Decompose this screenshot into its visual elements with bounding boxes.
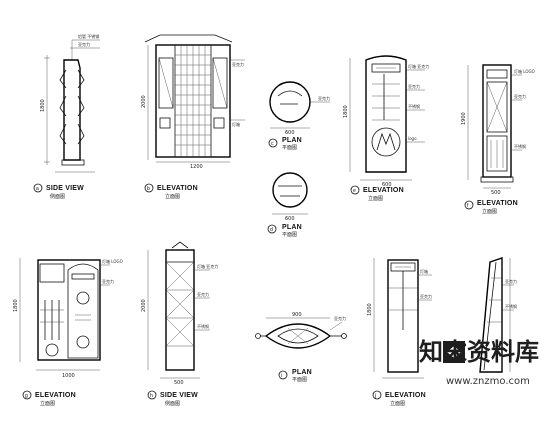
watermark: 知末资料库 www.znzmo.com [419, 338, 539, 387]
svg-text:灯箱 亚克力: 灯箱 亚克力 [408, 63, 429, 69]
svg-text:500: 500 [491, 190, 501, 196]
plan-label-3: PLAN [282, 137, 302, 144]
svg-text:不锈钢: 不锈钢 [514, 143, 526, 149]
svg-text:亚克力: 亚克力 [318, 95, 330, 101]
elevation-note-10: 立面图 [390, 400, 405, 407]
plan-drawing-9: 900 亚克力 i PLAN 平面图 [255, 312, 347, 383]
svg-text:1900: 1900 [461, 112, 467, 125]
side-view-label-8: SIDE VIEW [160, 392, 198, 399]
plan-note-9: 平面图 [292, 377, 307, 383]
svg-text:亚克力: 亚克力 [505, 278, 517, 284]
plan-note-4: 平面图 [282, 232, 297, 238]
svg-text:2000: 2000 [141, 299, 147, 312]
side-detail-drawing-11: 亚克力 不锈钢 [479, 257, 517, 373]
side-view-drawing-8: 2000 灯箱 亚克力 亚克力 不锈钢 500 h SIDE VIEW 侧面图 [141, 241, 218, 407]
svg-text:g: g [25, 393, 28, 399]
svg-text:亚克力: 亚克力 [408, 83, 420, 89]
svg-text:a: a [36, 186, 39, 192]
svg-text:灯箱 LOGO: 灯箱 LOGO [514, 68, 535, 74]
svg-text:1800: 1800 [343, 105, 349, 118]
elevation-label-5: ELEVATION [363, 187, 404, 194]
elevation-label-2: ELEVATION [157, 185, 198, 192]
elevation-note-6: 立面图 [482, 208, 497, 215]
side-view-label-1: SIDE VIEW [46, 185, 84, 192]
svg-text:灯箱 亚克力: 灯箱 亚克力 [197, 263, 218, 269]
elevation-drawing-6: 1900 灯箱 LOGO 亚克力 不锈钢 500 f ELEVATION 立面图 [461, 64, 535, 215]
svg-text:亚克力: 亚克力 [232, 61, 244, 67]
svg-text:1800: 1800 [13, 299, 19, 312]
svg-text:h: h [150, 393, 153, 399]
svg-text:亚克力: 亚克力 [102, 278, 114, 284]
svg-text:亚克力: 亚克力 [197, 291, 209, 297]
svg-text:灯箱: 灯箱 [420, 268, 428, 274]
svg-text:1200: 1200 [190, 164, 203, 170]
side-view-note-1: 侧面图 [50, 193, 65, 200]
svg-text:600: 600 [285, 130, 295, 136]
svg-text:亚克力: 亚克力 [514, 93, 526, 99]
svg-text:亚克力: 亚克力 [78, 41, 90, 47]
elevation-note-2: 立面图 [165, 193, 180, 200]
svg-text:1000: 1000 [62, 373, 75, 379]
svg-text:灯箱 LOGO: 灯箱 LOGO [102, 258, 123, 264]
svg-text:j: j [374, 393, 376, 399]
svg-text:logo: logo [408, 136, 417, 141]
svg-text:f: f [467, 203, 469, 209]
svg-text:c: c [271, 141, 274, 147]
svg-text:900: 900 [292, 312, 302, 318]
watermark-name: 知末资料库 [419, 338, 539, 366]
elevation-drawing-7: 1800 灯箱 LOGO 亚克力 1000 g ELEVATION 立面图 [13, 258, 123, 407]
svg-text:不锈钢: 不锈钢 [197, 323, 209, 329]
svg-text:600: 600 [285, 216, 295, 222]
elevation-note-5: 立面图 [368, 195, 383, 202]
elevation-drawing-5: 1800 灯箱 亚克力 亚克力 不锈钢 logo 600 e ELEVATION… [343, 55, 429, 202]
side-view-note-8: 侧面图 [165, 400, 180, 407]
plan-note-3: 平面图 [282, 145, 297, 151]
svg-text:1800: 1800 [367, 303, 373, 316]
elevation-label-7: ELEVATION [35, 392, 76, 399]
plan-label-4: PLAN [282, 224, 302, 231]
svg-text:1800: 1800 [40, 99, 46, 112]
plan-drawing-3: 亚克力 600 c PLAN 平面图 [268, 81, 330, 151]
watermark-url: www.znzmo.com [446, 376, 530, 387]
svg-text:i: i [281, 373, 282, 379]
side-view-drawing-1: 1800 铝管 不锈钢 亚克力 a SIDE VIEW 侧面图 [33, 33, 100, 200]
elevation-label-6: ELEVATION [477, 200, 518, 207]
svg-text:灯箱: 灯箱 [232, 121, 240, 127]
svg-text:e: e [353, 188, 356, 194]
plan-label-9: PLAN [292, 369, 312, 376]
elevation-note-7: 立面图 [40, 400, 55, 407]
svg-text:600: 600 [382, 182, 392, 188]
svg-text:500: 500 [174, 380, 184, 386]
svg-text:亚克力: 亚克力 [420, 293, 432, 299]
svg-text:铝管 不锈钢: 铝管 不锈钢 [78, 33, 99, 39]
plan-drawing-4: 600 d PLAN 平面图 [267, 172, 308, 238]
elevation-drawing-10: 1800 灯箱 亚克力 j ELEVATION 立面图 [367, 258, 432, 407]
svg-text:不锈钢: 不锈钢 [408, 103, 420, 109]
svg-text:b: b [147, 186, 150, 192]
elevation-label-10: ELEVATION [385, 392, 426, 399]
elevation-drawing-2: 2000 1200 亚克力 灯箱 b ELEVATION 立面 [141, 34, 245, 200]
svg-text:2000: 2000 [141, 95, 147, 108]
svg-text:不锈钢: 不锈钢 [505, 303, 517, 309]
svg-text:亚克力: 亚克力 [334, 315, 346, 321]
svg-text:d: d [270, 227, 273, 233]
